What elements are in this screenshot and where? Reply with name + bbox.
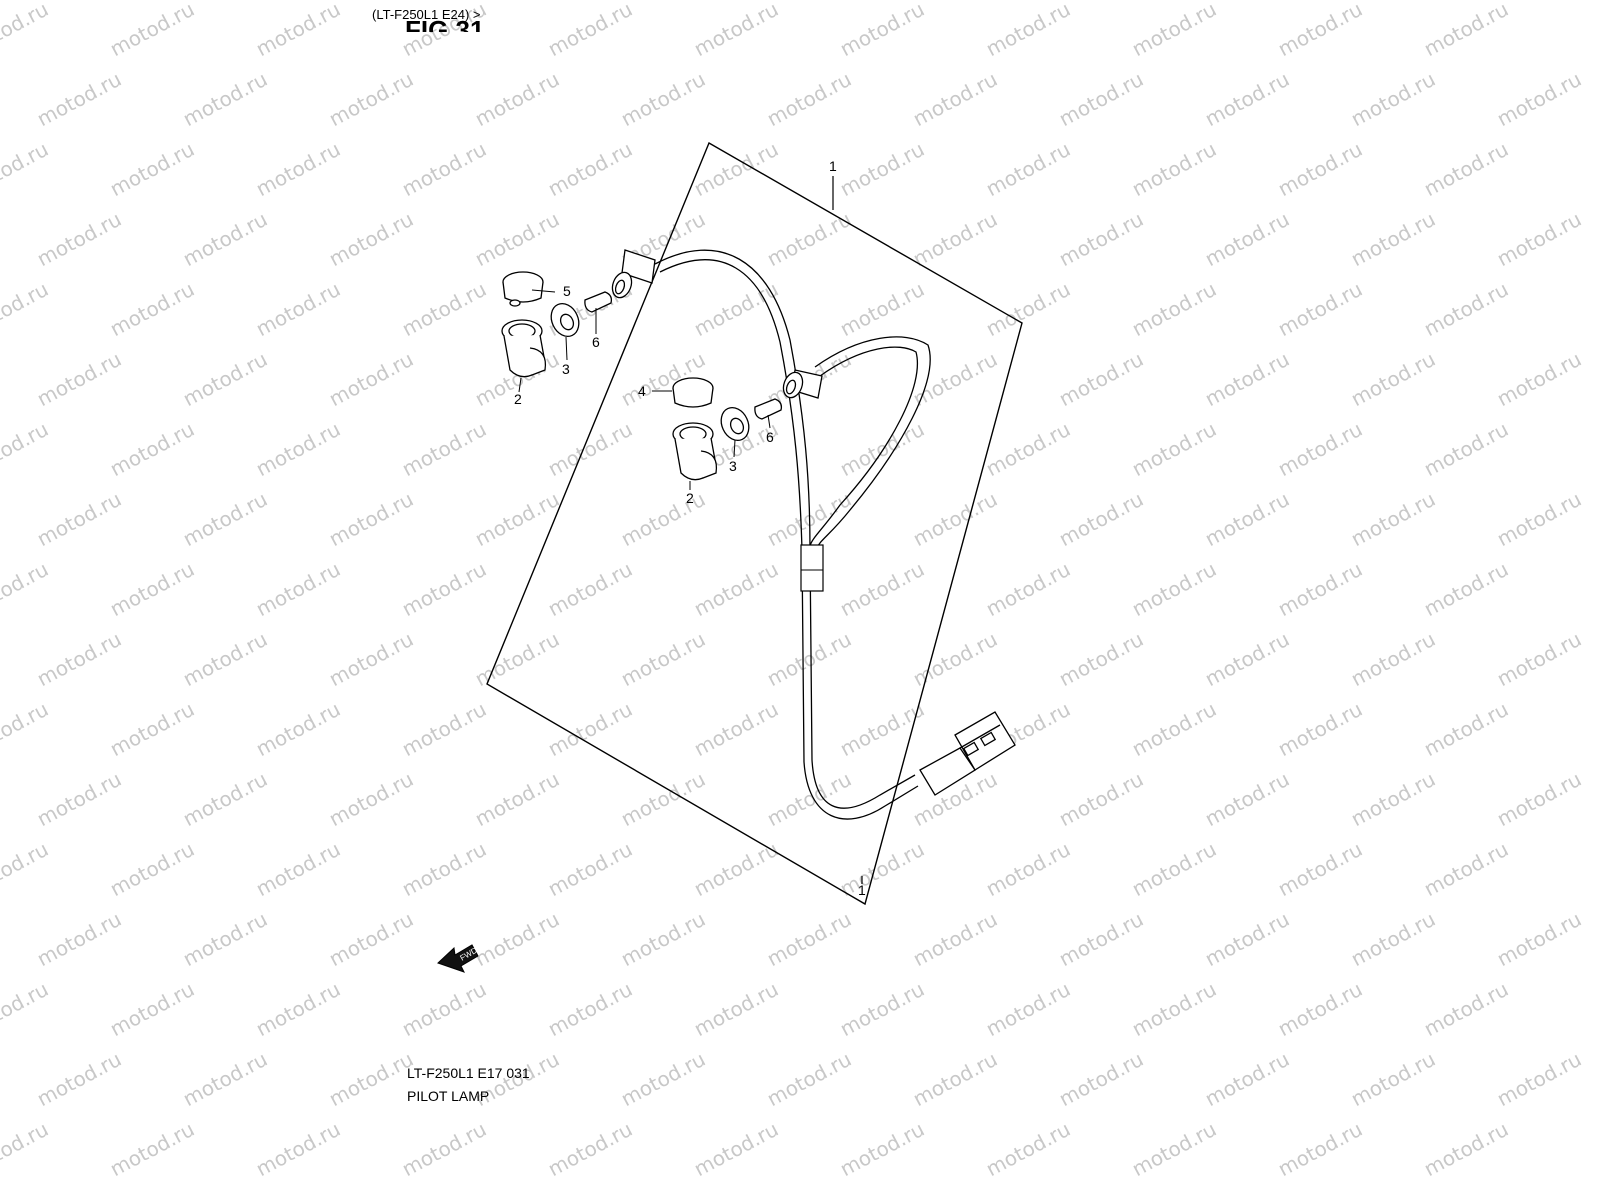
bulb-b [754, 398, 783, 420]
callout-2-b: 2 [686, 490, 694, 506]
diagram-name: PILOT LAMP [407, 1088, 490, 1104]
harness-connector-b [782, 369, 823, 399]
callout-6-b: 6 [766, 429, 774, 445]
callout-6-a: 6 [592, 334, 600, 350]
callout-2-a: 2 [514, 391, 522, 407]
grommet-a [550, 302, 580, 338]
callout-3-b: 3 [729, 458, 737, 474]
harness-connector-a [611, 249, 656, 299]
harness-coupler [919, 711, 1016, 796]
callout-4: 4 [638, 383, 646, 399]
figure-title: FIG.31 [405, 15, 485, 32]
callout-5: 5 [563, 283, 571, 299]
lamp-socket-b [672, 422, 718, 481]
lamp-socket-a [501, 319, 547, 378]
grommet-b [720, 406, 750, 442]
callout-1-bottom: 1 [858, 882, 866, 898]
lens-cap-a [502, 271, 544, 307]
model-reference: (LT-F250L1 E24) > [372, 7, 481, 22]
callout-1-harness: 1 [829, 158, 837, 174]
callout-3-a: 3 [562, 361, 570, 377]
lens-cap-b [672, 377, 714, 408]
callout-leaders [518, 289, 771, 490]
fwd-marker: FWD [437, 944, 479, 973]
wiring-harness [654, 249, 931, 820]
diagram-code: LT-F250L1 E17 031 [407, 1065, 530, 1081]
bulb-a [584, 291, 613, 313]
assembly-box [486, 141, 1023, 906]
